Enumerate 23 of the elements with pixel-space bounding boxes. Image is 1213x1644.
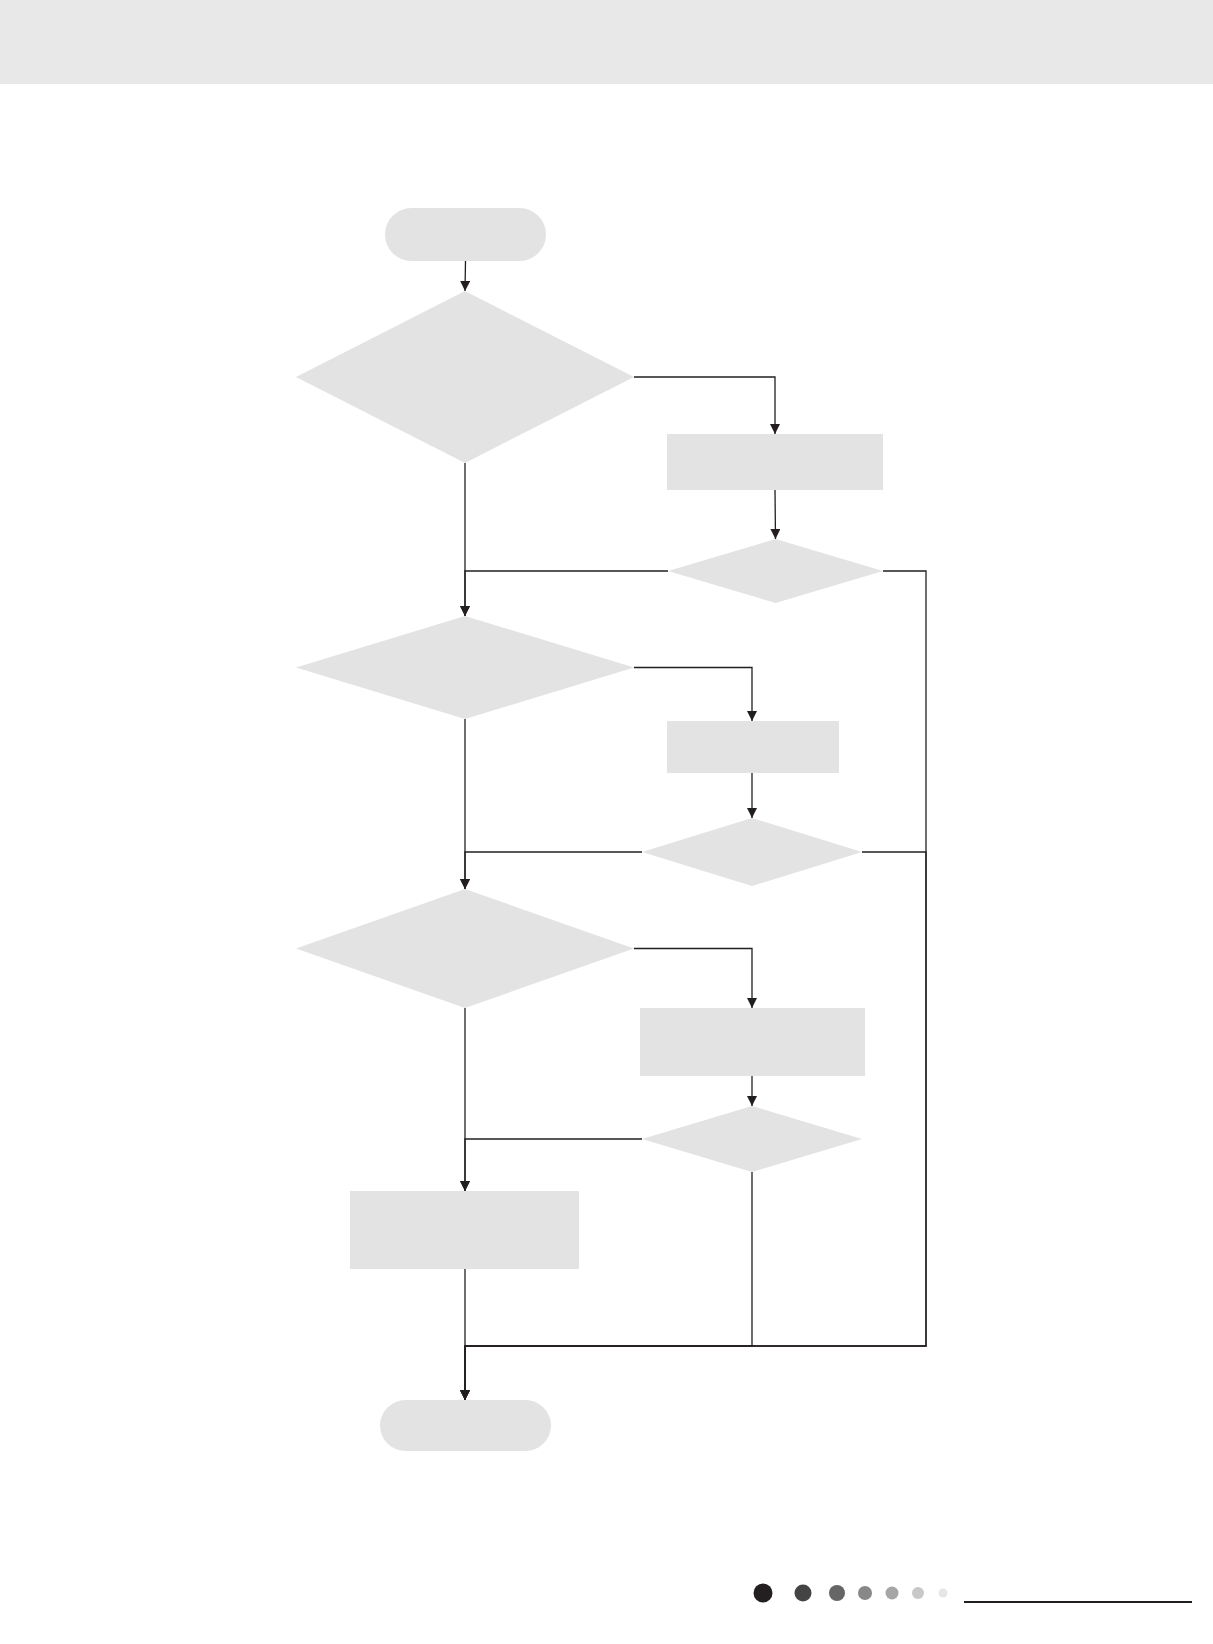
flow-arrow xyxy=(747,1075,757,1107)
decision-diamond xyxy=(296,291,634,463)
process-box xyxy=(667,721,839,773)
process-box xyxy=(350,1191,579,1269)
terminal-pill xyxy=(380,1400,551,1451)
decision-diamond xyxy=(668,539,883,603)
flow-arrow xyxy=(633,666,757,722)
process-box xyxy=(667,434,883,490)
decision-diamond xyxy=(296,889,634,1008)
decision-diamond xyxy=(642,818,862,886)
flow-arrow xyxy=(460,462,470,617)
flow-arrow xyxy=(460,718,470,890)
flow-arrow xyxy=(770,489,781,540)
decision-diamond xyxy=(642,1106,862,1172)
terminal-pill xyxy=(385,208,546,261)
flow-arrow xyxy=(747,772,757,819)
flow-arrow xyxy=(633,947,757,1009)
flow-arrow xyxy=(460,1268,470,1401)
decision-diamond xyxy=(296,616,634,719)
process-box xyxy=(640,1008,865,1076)
flow-arrow xyxy=(460,1007,470,1192)
flow-arrow xyxy=(633,376,780,435)
flow-arrow xyxy=(460,260,471,292)
